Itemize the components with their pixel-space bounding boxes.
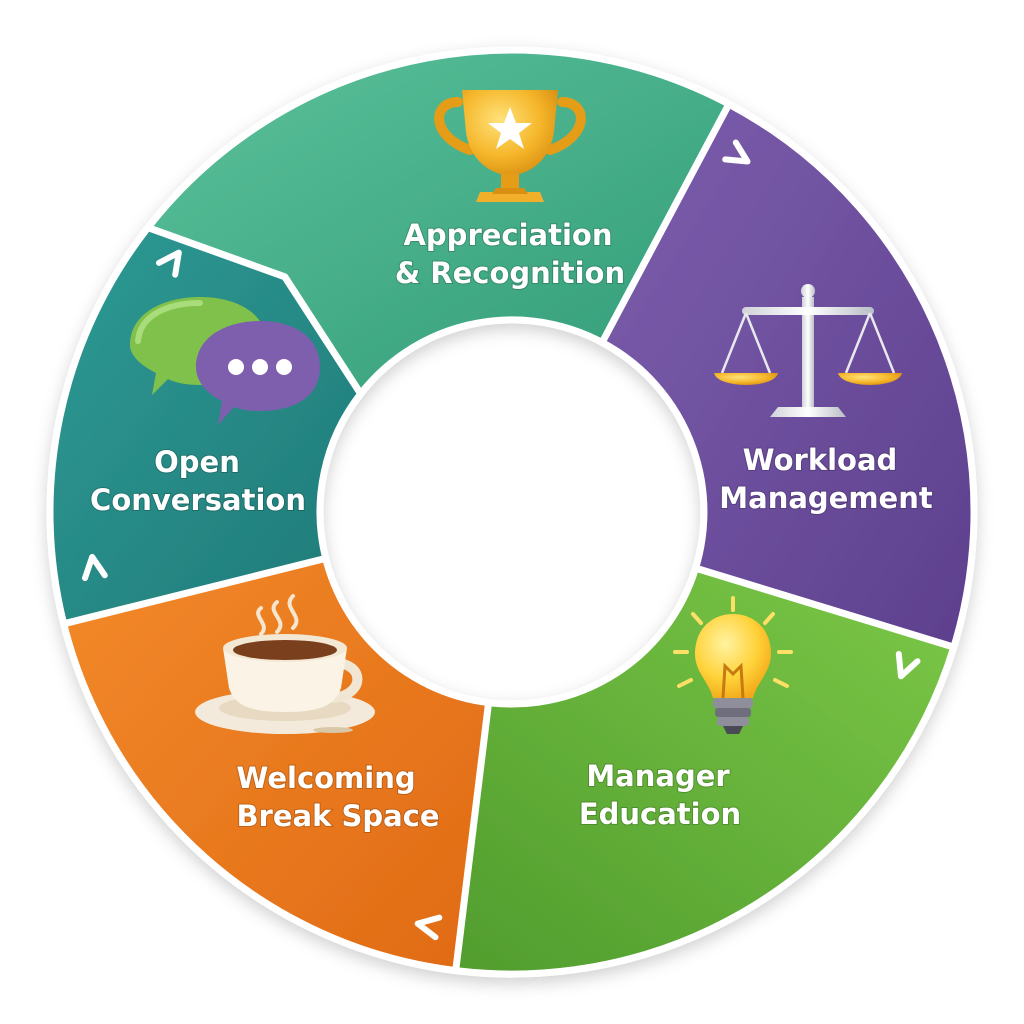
open-conversation-label-line-2: Conversation (90, 483, 306, 517)
segment-workload: Workload Management (714, 284, 934, 516)
cycle-arrow-workload (895, 651, 921, 680)
ring-segment-workload (598, 100, 978, 696)
cycle-arrow-open-conversation (156, 249, 182, 278)
segment-appreciation: Appreciation & Recognition (394, 90, 626, 291)
coffee-cup-icon (195, 594, 375, 734)
cycle-arrow-manager-education (414, 914, 443, 941)
lightbulb-icon (673, 596, 793, 734)
segment-manager-education: Manager Education (578, 596, 793, 832)
segment-break-space: Welcoming Break Space (195, 594, 441, 834)
speech-bubbles-icon (130, 297, 320, 425)
manager-education-label-line-1: Manager (586, 759, 730, 793)
open-conversation-label-line-1: Open (154, 445, 240, 479)
cycle-arrow-appreciation (722, 139, 751, 165)
appreciation-label-line-2: & Recognition (395, 256, 625, 290)
trophy-icon (434, 90, 586, 202)
balance-scale-icon (714, 284, 902, 417)
workload-label-line-1: Workload (743, 443, 898, 477)
cycle-arrow-break-space (82, 553, 108, 582)
segment-open-conversation: Open Conversation (89, 297, 320, 518)
appreciation-label-line-1: Appreciation (403, 218, 612, 252)
workload-label-line-2: Management (719, 481, 933, 515)
break-space-label-line-2: Break Space (236, 799, 439, 833)
break-space-label-line-1: Welcoming (236, 761, 415, 795)
ring-segment-manager-education (391, 564, 958, 978)
manager-education-label-line-2: Education (579, 797, 741, 831)
